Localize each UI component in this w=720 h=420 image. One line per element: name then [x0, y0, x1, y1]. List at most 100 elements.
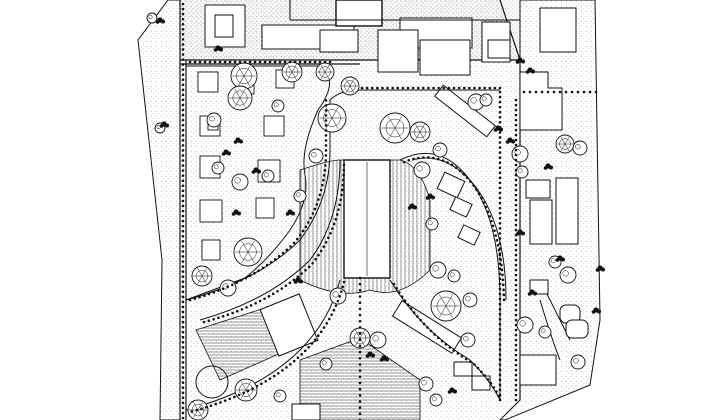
bollard-icon — [203, 60, 207, 64]
south-courts — [195, 293, 421, 420]
bollard-icon — [514, 313, 518, 317]
bollard-icon — [295, 237, 299, 241]
bollard-icon — [416, 86, 420, 90]
bollard-icon — [341, 183, 345, 187]
bollard-icon — [514, 263, 518, 267]
bollard-icon — [432, 86, 435, 90]
bollard-icon — [313, 60, 317, 64]
bollard-icon — [498, 253, 502, 257]
bollard-icon — [514, 223, 518, 227]
bollard-icon — [181, 351, 185, 354]
bollard-icon — [492, 386, 496, 389]
bollard-icon — [358, 350, 362, 354]
bollard-icon — [407, 159, 411, 162]
bollard-icon — [514, 248, 518, 252]
tree-icon — [515, 165, 529, 179]
bollard-icon — [342, 163, 346, 167]
bollard-icon — [469, 180, 472, 183]
bollard-icon — [498, 242, 502, 245]
tree-icon — [369, 331, 387, 349]
bollard-icon — [498, 191, 502, 195]
bollard-icon — [324, 164, 327, 167]
tree-icon — [273, 389, 287, 403]
bollard-icon — [307, 345, 310, 349]
bollard-icon — [273, 60, 277, 64]
bollard-icon — [514, 388, 518, 392]
bollard-icon — [181, 108, 185, 112]
bollard-icon — [441, 159, 445, 162]
bollard-icon — [412, 311, 416, 314]
bollard-icon — [265, 263, 269, 267]
bollard-icon — [332, 222, 336, 226]
bollard-icon — [514, 278, 518, 282]
bollard-icon — [514, 308, 518, 312]
bollard-icon — [318, 193, 322, 197]
tree-icon — [538, 325, 552, 339]
bollard-icon — [285, 248, 289, 252]
bollard-icon — [498, 368, 502, 372]
tree-icon — [462, 292, 478, 308]
bollard-icon — [514, 228, 518, 232]
bollard-icon — [181, 169, 185, 172]
bollard-icon — [498, 100, 502, 104]
bollard-icon — [324, 159, 328, 162]
bollard-icon — [483, 86, 486, 90]
tree-icon — [206, 112, 222, 128]
bollard-icon — [376, 86, 379, 90]
tree-icon — [319, 357, 333, 371]
bollard-icon — [514, 323, 518, 327]
bollard-icon — [300, 272, 304, 275]
bollard-icon — [498, 201, 502, 205]
bollard-icon — [181, 93, 185, 97]
bollard-icon — [181, 325, 185, 329]
bollard-icon — [324, 149, 328, 152]
bollard-icon — [358, 387, 362, 391]
tree-icon — [293, 189, 307, 203]
tree-icon — [430, 290, 462, 322]
bollard-icon — [409, 307, 413, 310]
bollard-icon — [181, 123, 185, 127]
bollard-icon — [188, 60, 192, 64]
tree-icon — [191, 265, 213, 287]
bollard-icon — [411, 86, 415, 90]
bollard-icon — [514, 338, 518, 342]
bollard-icon — [181, 320, 185, 324]
bollard-icon — [498, 267, 502, 271]
bollard-icon — [181, 22, 185, 26]
bollard-icon — [446, 161, 449, 164]
bollard-icon — [469, 360, 472, 364]
bollard-icon — [576, 90, 580, 94]
building-n4 — [335, 0, 383, 27]
bollard-icon — [498, 322, 502, 326]
bollard-icon — [475, 188, 478, 191]
bollard-icon — [242, 391, 245, 395]
bollard-icon — [499, 258, 502, 262]
bollard-icon — [221, 287, 225, 291]
bollard-icon — [464, 357, 468, 361]
bollard-icon — [514, 328, 518, 332]
bollard-icon — [427, 86, 430, 90]
bollard-icon — [401, 86, 405, 90]
east-buildings — [519, 71, 579, 245]
tree-icon — [460, 332, 476, 348]
bollard-icon — [253, 60, 257, 64]
bollard-icon — [514, 143, 518, 147]
bollard-icon — [181, 275, 185, 278]
bollard-icon — [322, 178, 325, 182]
bollard-icon — [181, 159, 185, 162]
bollard-icon — [181, 103, 185, 107]
shrub-icon — [407, 203, 417, 210]
bollard-icon — [181, 48, 185, 51]
bollard-icon — [209, 404, 213, 407]
bollard-icon — [498, 115, 502, 119]
bollard-icon — [181, 12, 185, 16]
bollard-icon — [552, 90, 556, 94]
bollard-icon — [514, 288, 518, 292]
bollard-icon — [422, 156, 425, 159]
bollard-icon — [304, 268, 307, 272]
bollard-icon — [514, 188, 518, 192]
bollard-icon — [181, 149, 185, 152]
bollard-icon — [365, 86, 369, 90]
tree-icon — [231, 173, 249, 191]
bollard-icon — [339, 198, 342, 202]
